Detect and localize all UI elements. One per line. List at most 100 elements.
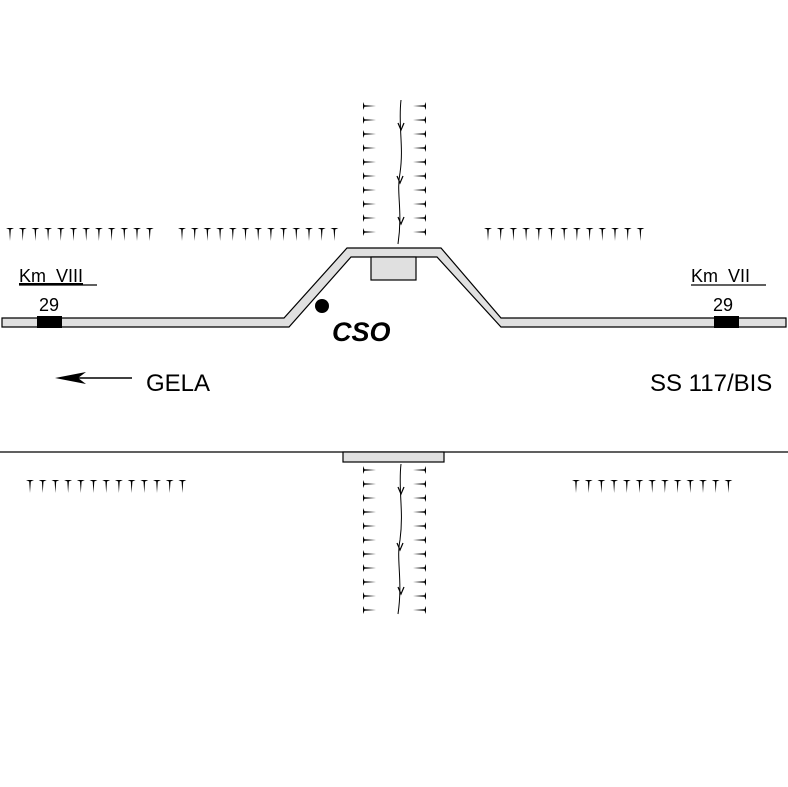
channel-bank-tick-icon (413, 186, 426, 194)
channel-bank-tick-icon (363, 606, 376, 614)
embankment-tick-icon (610, 480, 619, 493)
km-number-left: 29 (39, 295, 59, 315)
embankment-ticks-top-left-1 (6, 228, 154, 241)
channel-bank-tick-icon (363, 466, 376, 474)
embankment-tick-icon (522, 228, 531, 241)
channel-bank-tick-icon (413, 480, 426, 488)
embankment-tick-icon (623, 228, 632, 241)
channel-bank-tick-icon (363, 228, 376, 236)
embankment-tick-icon (560, 228, 569, 241)
channel-bank-tick-icon (363, 158, 376, 166)
embankment-tick-icon (133, 228, 141, 241)
embankment-tick-icon (317, 228, 326, 241)
embankment-tick-icon (114, 480, 123, 493)
embankment-tick-icon (228, 228, 237, 241)
embankment-tick-icon (660, 480, 669, 493)
embankment-tick-icon (330, 228, 339, 241)
channel-bank-tick-icon (413, 200, 426, 208)
embankment-tick-icon (686, 480, 695, 493)
embankment-tick-icon (76, 480, 85, 493)
embankment-tick-icon (89, 480, 98, 493)
km-number-right: 29 (713, 295, 733, 315)
station-label: CSO (332, 317, 391, 347)
channel-bank-tick-icon (363, 116, 376, 124)
embankment-tick-icon (6, 228, 14, 241)
embankment-tick-icon (598, 228, 607, 241)
embankment-tick-icon (266, 228, 275, 241)
channel-bank-tick-icon (413, 158, 426, 166)
embankment-tick-icon (107, 228, 116, 241)
embankment-tick-icon (51, 480, 60, 493)
channel-bank-tick-icon (363, 508, 376, 516)
embankment-tick-icon (56, 228, 65, 241)
channel-bank-tick-icon (413, 508, 426, 516)
culvert-box-upper (370, 256, 417, 281)
km-marker-left (37, 316, 62, 328)
embankment-ticks-top-left-2 (178, 228, 339, 241)
channel-bank-tick-icon (363, 494, 376, 502)
embankment-tick-icon (18, 228, 27, 241)
channel-bank-tick-icon (363, 578, 376, 586)
embankment-tick-icon (572, 228, 581, 241)
road-name-label: SS 117/BIS (650, 370, 772, 397)
embankment-tick-icon (673, 480, 682, 493)
embankment-tick-icon (69, 228, 78, 241)
embankment-tick-icon (153, 480, 161, 493)
flow-arrow-icon (397, 586, 405, 596)
channel-bank-tick-icon (413, 214, 426, 222)
embankment-tick-icon (254, 228, 263, 241)
station-dot-icon (315, 299, 329, 313)
destination-label: GELA (146, 370, 210, 397)
channel-bank-tick-icon (363, 102, 376, 110)
channel-bank-tick-icon (413, 102, 426, 110)
channel-bank-tick-icon (413, 172, 426, 180)
embankment-tick-icon (635, 480, 644, 493)
embankment-tick-icon (711, 480, 720, 493)
embankment-tick-icon (241, 228, 250, 241)
channel-downstream (363, 463, 426, 615)
embankment-tick-icon (724, 480, 733, 493)
culvert-box-lower (342, 451, 445, 463)
channel-bank-tick-icon (413, 564, 426, 572)
channel-bank-tick-icon (413, 578, 426, 586)
flow-arrow-icon (397, 486, 405, 496)
embankment-tick-icon (216, 228, 225, 241)
embankment-ticks-bottom-left (26, 480, 187, 493)
channel-bank-tick-icon (413, 536, 426, 544)
embankment-tick-icon (622, 480, 631, 493)
embankment-ticks-top-right (484, 228, 645, 241)
channel-upstream (363, 99, 426, 245)
channel-bank-tick-icon (363, 564, 376, 572)
channel-bank-tick-icon (363, 522, 376, 530)
embankment-tick-icon (190, 228, 199, 241)
embankment-tick-icon (82, 228, 91, 241)
embankment-tick-icon (31, 228, 40, 241)
channel-bank-tick-icon (363, 130, 376, 138)
channel-bank-tick-icon (363, 214, 376, 222)
embankment-tick-icon (279, 228, 288, 241)
km-marker-right (714, 316, 739, 328)
flow-arrow-icon (397, 216, 405, 226)
channel-bank-tick-icon (363, 592, 376, 600)
channel-bank-tick-icon (413, 116, 426, 124)
road-upper (1, 247, 787, 328)
channel-bank-tick-icon (413, 130, 426, 138)
embankment-tick-icon (292, 228, 301, 241)
km-label-left: Km VIII (19, 266, 83, 286)
channel-bank-tick-icon (363, 186, 376, 194)
channel-bank-tick-icon (413, 494, 426, 502)
embankment-tick-icon (547, 228, 556, 241)
channel-bank-tick-icon (363, 144, 376, 152)
embankment-tick-icon (44, 228, 53, 241)
embankment-tick-icon (38, 480, 47, 493)
flow-arrow-icon (397, 122, 405, 132)
channel-bank-tick-icon (363, 536, 376, 544)
channel-bank-tick-icon (363, 480, 376, 488)
embankment-tick-icon (509, 228, 518, 241)
embankment-tick-icon (178, 228, 186, 241)
embankment-tick-icon (484, 228, 492, 241)
embankment-tick-icon (145, 228, 154, 241)
channel-bank-tick-icon (363, 172, 376, 180)
embankment-tick-icon (203, 228, 212, 241)
